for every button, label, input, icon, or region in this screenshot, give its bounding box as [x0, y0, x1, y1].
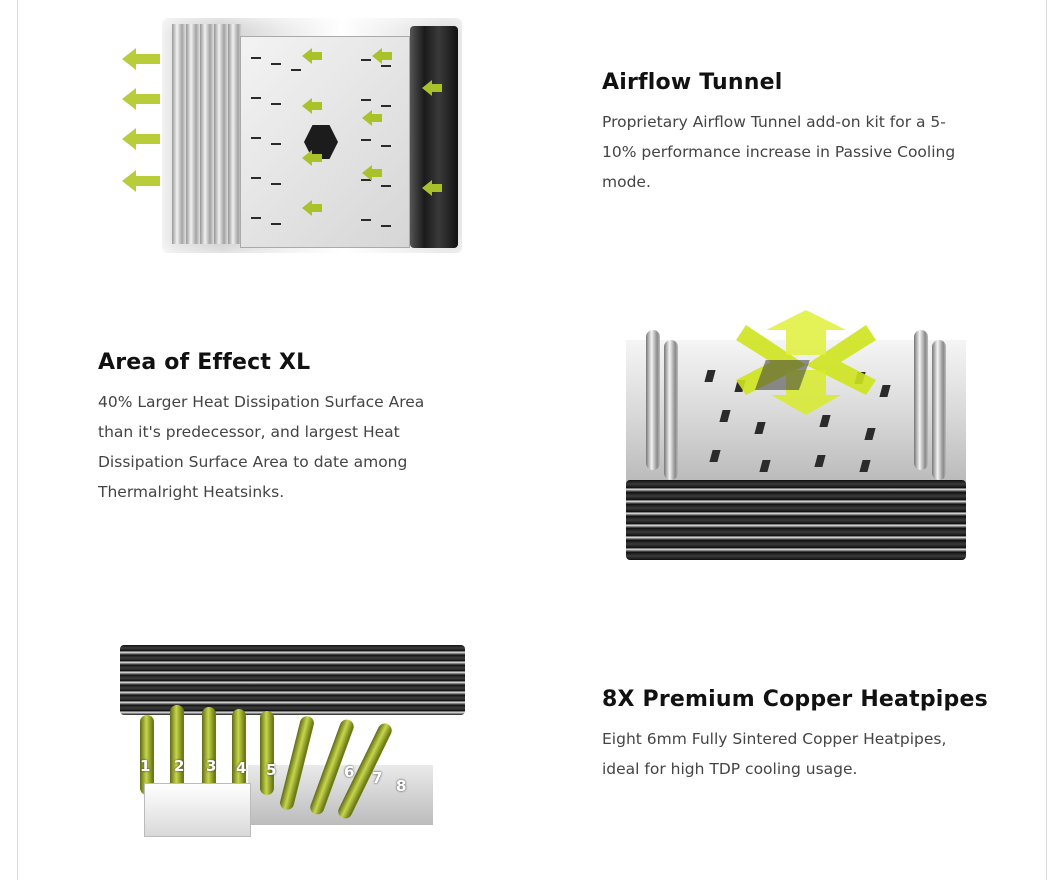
airflow-arrow-icon: [122, 88, 160, 110]
airflow-arrow-icon: [122, 48, 160, 70]
description-line: Eight 6mm Fully Sintered Copper Heatpipe…: [602, 730, 947, 748]
feature-description: 40% Larger Heat Dissipation Surface Area…: [98, 387, 498, 507]
fin-stack: [626, 480, 966, 560]
description-line: Proprietary Airflow Tunnel add-on kit fo…: [602, 113, 946, 131]
feature-title: Area of Effect XL: [98, 350, 311, 375]
airflow-tunnel-image: [122, 18, 462, 253]
description-line: than it's predecessor, and largest Heat: [98, 423, 400, 441]
description-line: 10% performance increase in Passive Cool…: [602, 143, 956, 161]
airflow-arrow-icon: [122, 170, 160, 192]
description-line: Thermalright Heatsinks.: [98, 483, 285, 501]
heatpipe-number: 5: [266, 761, 277, 779]
feature-area-of-effect: Area of Effect XL 40% Larger Heat Dissip…: [98, 350, 498, 507]
mount-block: [144, 783, 251, 837]
feature-description: Proprietary Airflow Tunnel add-on kit fo…: [602, 107, 982, 197]
feature-title: Airflow Tunnel: [602, 70, 783, 95]
feature-description: Eight 6mm Fully Sintered Copper Heatpipe…: [602, 724, 1002, 784]
heatpipe-number: 6: [344, 763, 355, 781]
expansion-arrows-icon: [736, 310, 876, 415]
description-line: ideal for high TDP cooling usage.: [602, 760, 858, 778]
feature-title: 8X Premium Copper Heatpipes: [602, 687, 988, 712]
heatpipe-number: 7: [372, 769, 383, 787]
copper-heatpipes-image: 1 2 3 4 5 6 7 8: [120, 645, 465, 840]
heatpipe-number: 3: [206, 757, 217, 775]
fin-stack: [120, 645, 465, 715]
tunnel-plate: [240, 36, 410, 248]
fan-frame: [410, 26, 458, 248]
feature-copper-heatpipes: 8X Premium Copper Heatpipes Eight 6mm Fu…: [602, 687, 1002, 784]
heatpipe-coils: [172, 24, 242, 244]
airflow-arrow-icon: [122, 128, 160, 150]
heatpipe-number: 1: [140, 757, 151, 775]
feature-airflow-tunnel: Airflow Tunnel Proprietary Airflow Tunne…: [602, 70, 982, 197]
heatpipe-number: 2: [174, 757, 185, 775]
inner-airflow-arrows-icon: [302, 48, 442, 216]
description-line: Dissipation Surface Area to date among: [98, 453, 408, 471]
content-frame: Airflow Tunnel Proprietary Airflow Tunne…: [17, 0, 1047, 880]
description-line: 40% Larger Heat Dissipation Surface Area: [98, 393, 425, 411]
heatpipe-number: 8: [396, 777, 407, 795]
description-line: mode.: [602, 173, 651, 191]
area-of-effect-image: [626, 310, 966, 560]
heatpipe-number: 4: [236, 759, 247, 777]
